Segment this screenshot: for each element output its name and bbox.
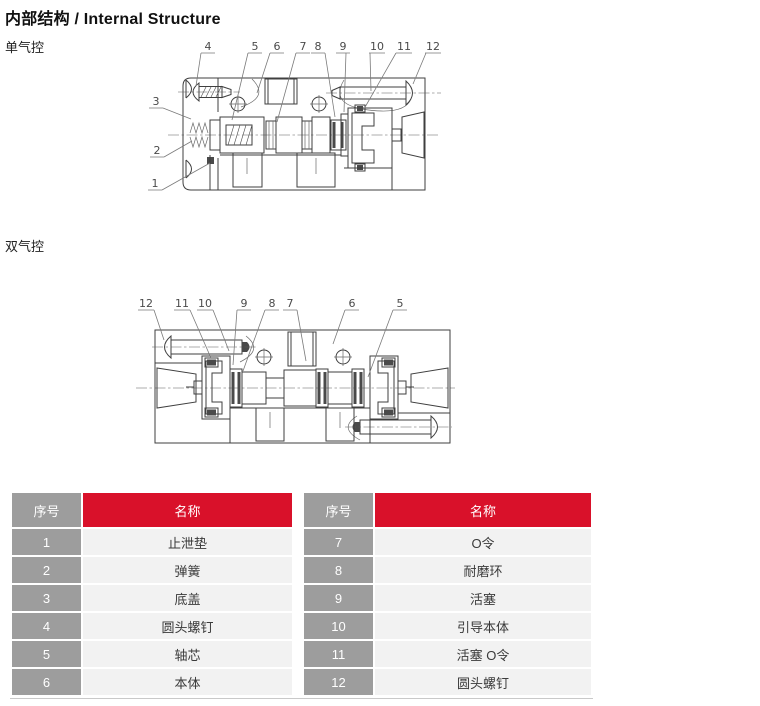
part-no: 7 [304,529,373,555]
part-name: 活塞 [375,585,591,611]
part-no: 9 [304,585,373,611]
round-head-screw-top-left [152,336,258,358]
valve-body [183,78,425,190]
round-head-screw-right [326,81,441,105]
table-row: 9 活塞 [304,585,591,611]
table-row: 6 本体 [12,669,292,695]
callout-12: 12 [139,297,153,310]
table-row: 10 引导本体 [304,613,591,639]
part-no: 5 [12,641,81,667]
round-head-screw-left [178,83,240,101]
callout-7: 7 [300,40,307,53]
parts-table-right: 序号 名称 7 O令 8 耐磨环 9 活塞 10 [302,491,593,697]
callout-numbers: 4 5 6 7 8 9 10 11 12 3 2 1 [152,40,441,190]
diagram-double-pilot: 12 11 10 9 8 7 6 5 [130,297,458,448]
part-name: 圆头螺钉 [83,613,292,639]
callout-5: 5 [252,40,259,53]
table-row: 7 O令 [304,529,591,555]
table-row: 12 圆头螺钉 [304,669,591,695]
vent-holes [255,348,352,366]
part-no: 6 [12,669,81,695]
table-row: 1 止泄垫 [12,529,292,555]
section-label-double-pilot: 双气控 [5,239,45,254]
callout-5: 5 [397,297,404,310]
part-name: O令 [375,529,591,555]
table-row: 8 耐磨环 [304,557,591,583]
diagram-single-pilot: 4 5 6 7 8 9 10 11 12 3 2 1 [146,40,450,200]
callout-11: 11 [175,297,189,310]
part-no: 3 [12,585,81,611]
callout-6: 6 [349,297,356,310]
part-no: 4 [12,613,81,639]
guide-body [341,105,401,171]
piston-left [186,356,230,419]
part-name: 轴芯 [83,641,292,667]
callout-2: 2 [154,144,161,157]
vent-holes [229,95,328,113]
part-name: 耐磨环 [375,557,591,583]
callout-4: 4 [205,40,212,53]
col-header-name: 名称 [375,493,591,527]
callout-1: 1 [152,177,159,190]
part-name: 弹簧 [83,557,292,583]
table-row: 11 活塞 O令 [304,641,591,667]
spool-assembly [230,369,364,407]
part-name: 底盖 [83,585,292,611]
table-row: 3 底盖 [12,585,292,611]
part-name: 活塞 O令 [375,641,591,667]
spool-assembly [220,117,346,153]
table-bottom-rule [10,698,593,699]
table-row: 4 圆头螺钉 [12,613,292,639]
col-header-no: 序号 [304,493,373,527]
table-header-row: 序号 名称 [304,493,591,527]
part-name: 引导本体 [375,613,591,639]
section-label-single-pilot: 单气控 [5,40,45,55]
callout-11: 11 [397,40,411,53]
muffler-left [157,368,196,408]
col-header-name: 名称 [83,493,292,527]
top-port [288,332,316,366]
table-row: 5 轴芯 [12,641,292,667]
spring [190,123,208,147]
piston-right [370,356,414,419]
callout-leaders [148,53,441,190]
callout-6: 6 [274,40,281,53]
part-name: 圆头螺钉 [375,669,591,695]
callout-7: 7 [287,297,294,310]
top-port [265,79,297,104]
callout-9: 9 [340,40,347,53]
part-name: 止泄垫 [83,529,292,555]
callout-numbers: 12 11 10 9 8 7 6 5 [139,297,404,310]
callout-3: 3 [153,95,160,108]
bottom-ports [220,153,392,190]
table-header-row: 序号 名称 [12,493,292,527]
page-title: 内部结构 / Internal Structure [5,11,221,28]
bottom-ports [230,408,370,443]
part-no: 10 [304,613,373,639]
parts-table-left: 序号 名称 1 止泄垫 2 弹簧 3 底盖 4 [10,491,294,697]
callout-leaders [138,310,407,377]
part-no: 8 [304,557,373,583]
part-name: 本体 [83,669,292,695]
callout-12: 12 [426,40,440,53]
parts-tables: 序号 名称 1 止泄垫 2 弹簧 3 底盖 4 [10,491,593,697]
part-no: 1 [12,529,81,555]
callout-9: 9 [241,297,248,310]
part-no: 11 [304,641,373,667]
callout-10: 10 [370,40,384,53]
callout-8: 8 [269,297,276,310]
table-row: 2 弹簧 [12,557,292,583]
part-no: 2 [12,557,81,583]
muffler-port [402,112,424,158]
col-header-no: 序号 [12,493,81,527]
callout-10: 10 [198,297,212,310]
callout-8: 8 [315,40,322,53]
muffler-right [411,368,448,408]
part-no: 12 [304,669,373,695]
